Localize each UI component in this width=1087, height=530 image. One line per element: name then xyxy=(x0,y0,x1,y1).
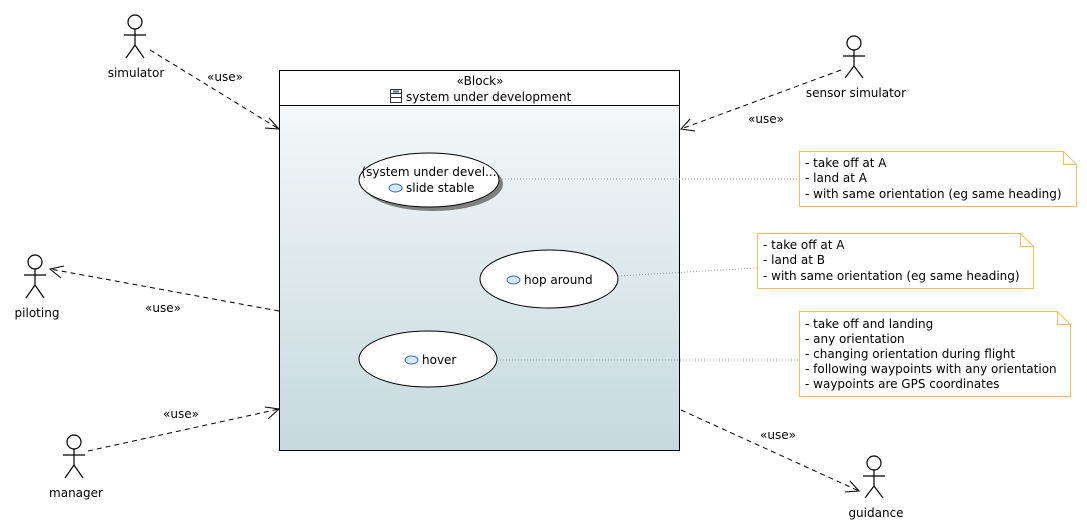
dependency-piloting[interactable] xyxy=(49,268,280,312)
actor-guidance[interactable] xyxy=(863,455,885,499)
actor-icon xyxy=(863,455,885,499)
use-case-icon xyxy=(506,275,521,285)
actor-icon xyxy=(24,254,46,299)
note-line: - land at B xyxy=(763,253,825,267)
note-line: - take off at A xyxy=(763,238,845,252)
use-case-label: hover xyxy=(422,353,456,367)
note-hover[interactable]: - take off and landing - any orientation… xyxy=(799,311,1071,397)
actor-piloting[interactable] xyxy=(24,254,46,299)
arrowhead xyxy=(680,118,696,132)
use-label: «use» xyxy=(163,407,199,421)
note-line: - following waypoints with any orientati… xyxy=(805,362,1057,376)
actor-label-manager: manager xyxy=(49,486,103,500)
use-case-icon xyxy=(404,355,419,365)
note-line: - take off and landing xyxy=(805,317,933,331)
use-case-slide-stable[interactable]: (system under devel... slide stable xyxy=(358,152,503,211)
use-case-label: slide stable xyxy=(406,181,474,195)
actor-sensor-simulator[interactable] xyxy=(843,35,865,79)
note-slide-stable[interactable]: - take off at A - land at A - with same … xyxy=(799,151,1077,207)
use-case-icon xyxy=(388,183,403,193)
note-line: - any orientation xyxy=(805,332,905,346)
use-label: «use» xyxy=(760,428,796,442)
arrowheads xyxy=(48,117,861,493)
block-name: system under development xyxy=(406,90,572,104)
note-anchors xyxy=(497,178,799,361)
actor-icon xyxy=(63,434,85,479)
note-hop-around[interactable]: - take off at A - land at B - with same … xyxy=(757,233,1034,289)
actor-label-sensor-simulator: sensor simulator xyxy=(806,86,906,100)
use-label: «use» xyxy=(207,70,243,84)
use-case-hop-around[interactable]: hop around xyxy=(479,249,619,309)
actor-icon xyxy=(124,14,146,59)
actor-label-simulator: simulator xyxy=(108,66,165,80)
arrowhead xyxy=(264,406,281,420)
note-line: - waypoints are GPS coordinates xyxy=(805,377,1000,391)
actor-label-guidance: guidance xyxy=(848,506,903,520)
note-line: - with same orientation (eg same heading… xyxy=(763,269,1020,283)
note-line: - changing orientation during flight xyxy=(805,347,1015,361)
dependency-guidance[interactable] xyxy=(680,409,860,492)
actor-label-piloting: piloting xyxy=(15,306,60,320)
dependency-simulator[interactable] xyxy=(149,49,280,130)
note-anchor-hop-around xyxy=(617,267,758,277)
arrowhead xyxy=(264,117,281,130)
actor-icon xyxy=(843,35,865,79)
arrowhead xyxy=(48,265,65,279)
block-icon xyxy=(390,89,402,103)
dependencies xyxy=(49,49,860,492)
dependency-sensor-simulator[interactable] xyxy=(680,69,842,130)
use-label: «use» xyxy=(748,112,784,126)
note-line: - take off at A xyxy=(805,156,887,170)
use-label: «use» xyxy=(145,301,181,315)
note-line: - with same orientation (eg same heading… xyxy=(805,187,1062,201)
block-stereotype: «Block» xyxy=(457,74,504,88)
system-block[interactable]: «Block» system under development xyxy=(279,70,680,451)
actor-manager[interactable] xyxy=(63,434,85,479)
note-line: - land at A xyxy=(805,171,868,185)
use-case-label: hop around xyxy=(524,273,593,287)
use-case-context-label: (system under devel... xyxy=(361,165,496,179)
actor-simulator[interactable] xyxy=(124,14,146,59)
use-case-hover[interactable]: hover xyxy=(358,330,498,388)
dependency-manager[interactable] xyxy=(87,408,280,452)
arrowhead xyxy=(844,480,861,493)
